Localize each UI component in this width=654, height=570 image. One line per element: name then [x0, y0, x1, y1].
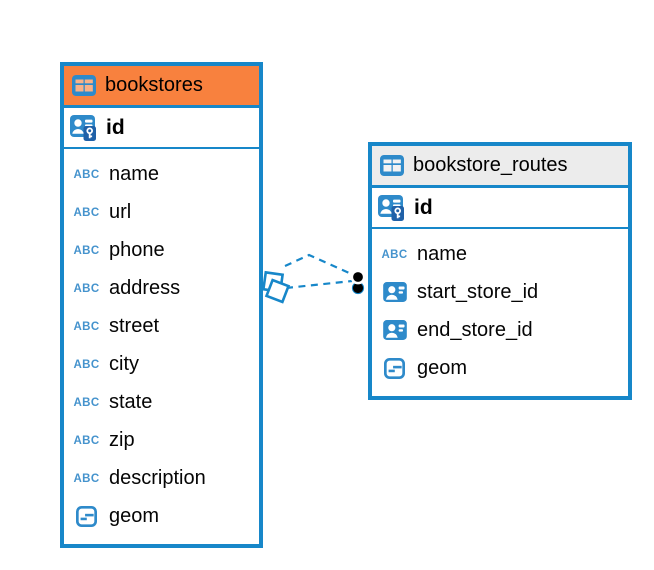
- column-row-phone[interactable]: phone: [64, 231, 259, 269]
- primary-key-icon: [70, 115, 98, 141]
- column-row-geom[interactable]: geom: [372, 349, 628, 387]
- column-name: address: [109, 276, 181, 299]
- table-bookstore-routes-header[interactable]: bookstore_routes: [372, 146, 628, 188]
- table-icon: [72, 75, 96, 96]
- table-bookstores-header[interactable]: bookstores: [64, 66, 259, 108]
- column-row-description[interactable]: description: [64, 459, 259, 497]
- column-row-city[interactable]: city: [64, 345, 259, 383]
- table-bookstore-routes[interactable]: bookstore_routes id name start_store_id …: [368, 142, 632, 400]
- text-icon: [73, 393, 99, 411]
- text-icon: [73, 241, 99, 259]
- text-icon: [73, 317, 99, 335]
- column-name: zip: [109, 428, 135, 451]
- column-row-address[interactable]: address: [64, 269, 259, 307]
- table-title: bookstores: [105, 74, 203, 96]
- text-icon: [73, 165, 99, 183]
- column-row-zip[interactable]: zip: [64, 421, 259, 459]
- column-row-name[interactable]: name: [64, 155, 259, 193]
- many-end-marker: [264, 278, 291, 304]
- column-row-id[interactable]: id: [64, 108, 259, 149]
- foreign-key-icon: [383, 320, 407, 340]
- column-name: city: [109, 352, 139, 375]
- column-name: description: [109, 466, 206, 489]
- column-list: name start_store_id end_store_id geom: [372, 229, 628, 391]
- column-row-id[interactable]: id: [372, 188, 628, 229]
- column-name: name: [417, 242, 468, 265]
- text-icon: [73, 431, 99, 449]
- one-end-dot-marker: [353, 272, 363, 282]
- column-name: geom: [417, 356, 468, 379]
- column-name: phone: [109, 238, 165, 261]
- text-icon: [73, 355, 99, 373]
- foreign-key-icon: [383, 282, 407, 302]
- column-row-start-store-id[interactable]: start_store_id: [372, 273, 628, 311]
- column-row-geom[interactable]: geom: [64, 497, 259, 535]
- geometry-icon: [76, 506, 97, 527]
- column-name: url: [109, 200, 132, 223]
- text-icon: [73, 203, 99, 221]
- column-row-url[interactable]: url: [64, 193, 259, 231]
- text-icon: [73, 279, 99, 297]
- text-icon: [381, 245, 407, 263]
- primary-key-icon: [378, 195, 406, 221]
- geometry-icon: [384, 358, 405, 379]
- column-name: id: [414, 195, 433, 219]
- column-list: name url phone address street city: [64, 149, 259, 539]
- table-bookstores[interactable]: bookstores id name url phone address: [60, 62, 263, 548]
- relationship-line-2[interactable]: [285, 279, 353, 290]
- column-row-street[interactable]: street: [64, 307, 259, 345]
- relationship-line-1[interactable]: [284, 253, 357, 278]
- column-name: street: [109, 314, 160, 337]
- column-name: start_store_id: [417, 280, 539, 303]
- column-name: end_store_id: [417, 318, 533, 341]
- table-icon: [380, 155, 404, 176]
- table-title: bookstore_routes: [413, 154, 568, 176]
- column-name: id: [106, 115, 125, 139]
- column-row-end-store-id[interactable]: end_store_id: [372, 311, 628, 349]
- column-row-name[interactable]: name: [372, 235, 628, 273]
- column-name: geom: [109, 504, 160, 527]
- relationship-connector[interactable]: [252, 240, 374, 312]
- text-icon: [73, 469, 99, 487]
- column-name: name: [109, 162, 160, 185]
- column-row-state[interactable]: state: [64, 383, 259, 421]
- column-name: state: [109, 390, 153, 413]
